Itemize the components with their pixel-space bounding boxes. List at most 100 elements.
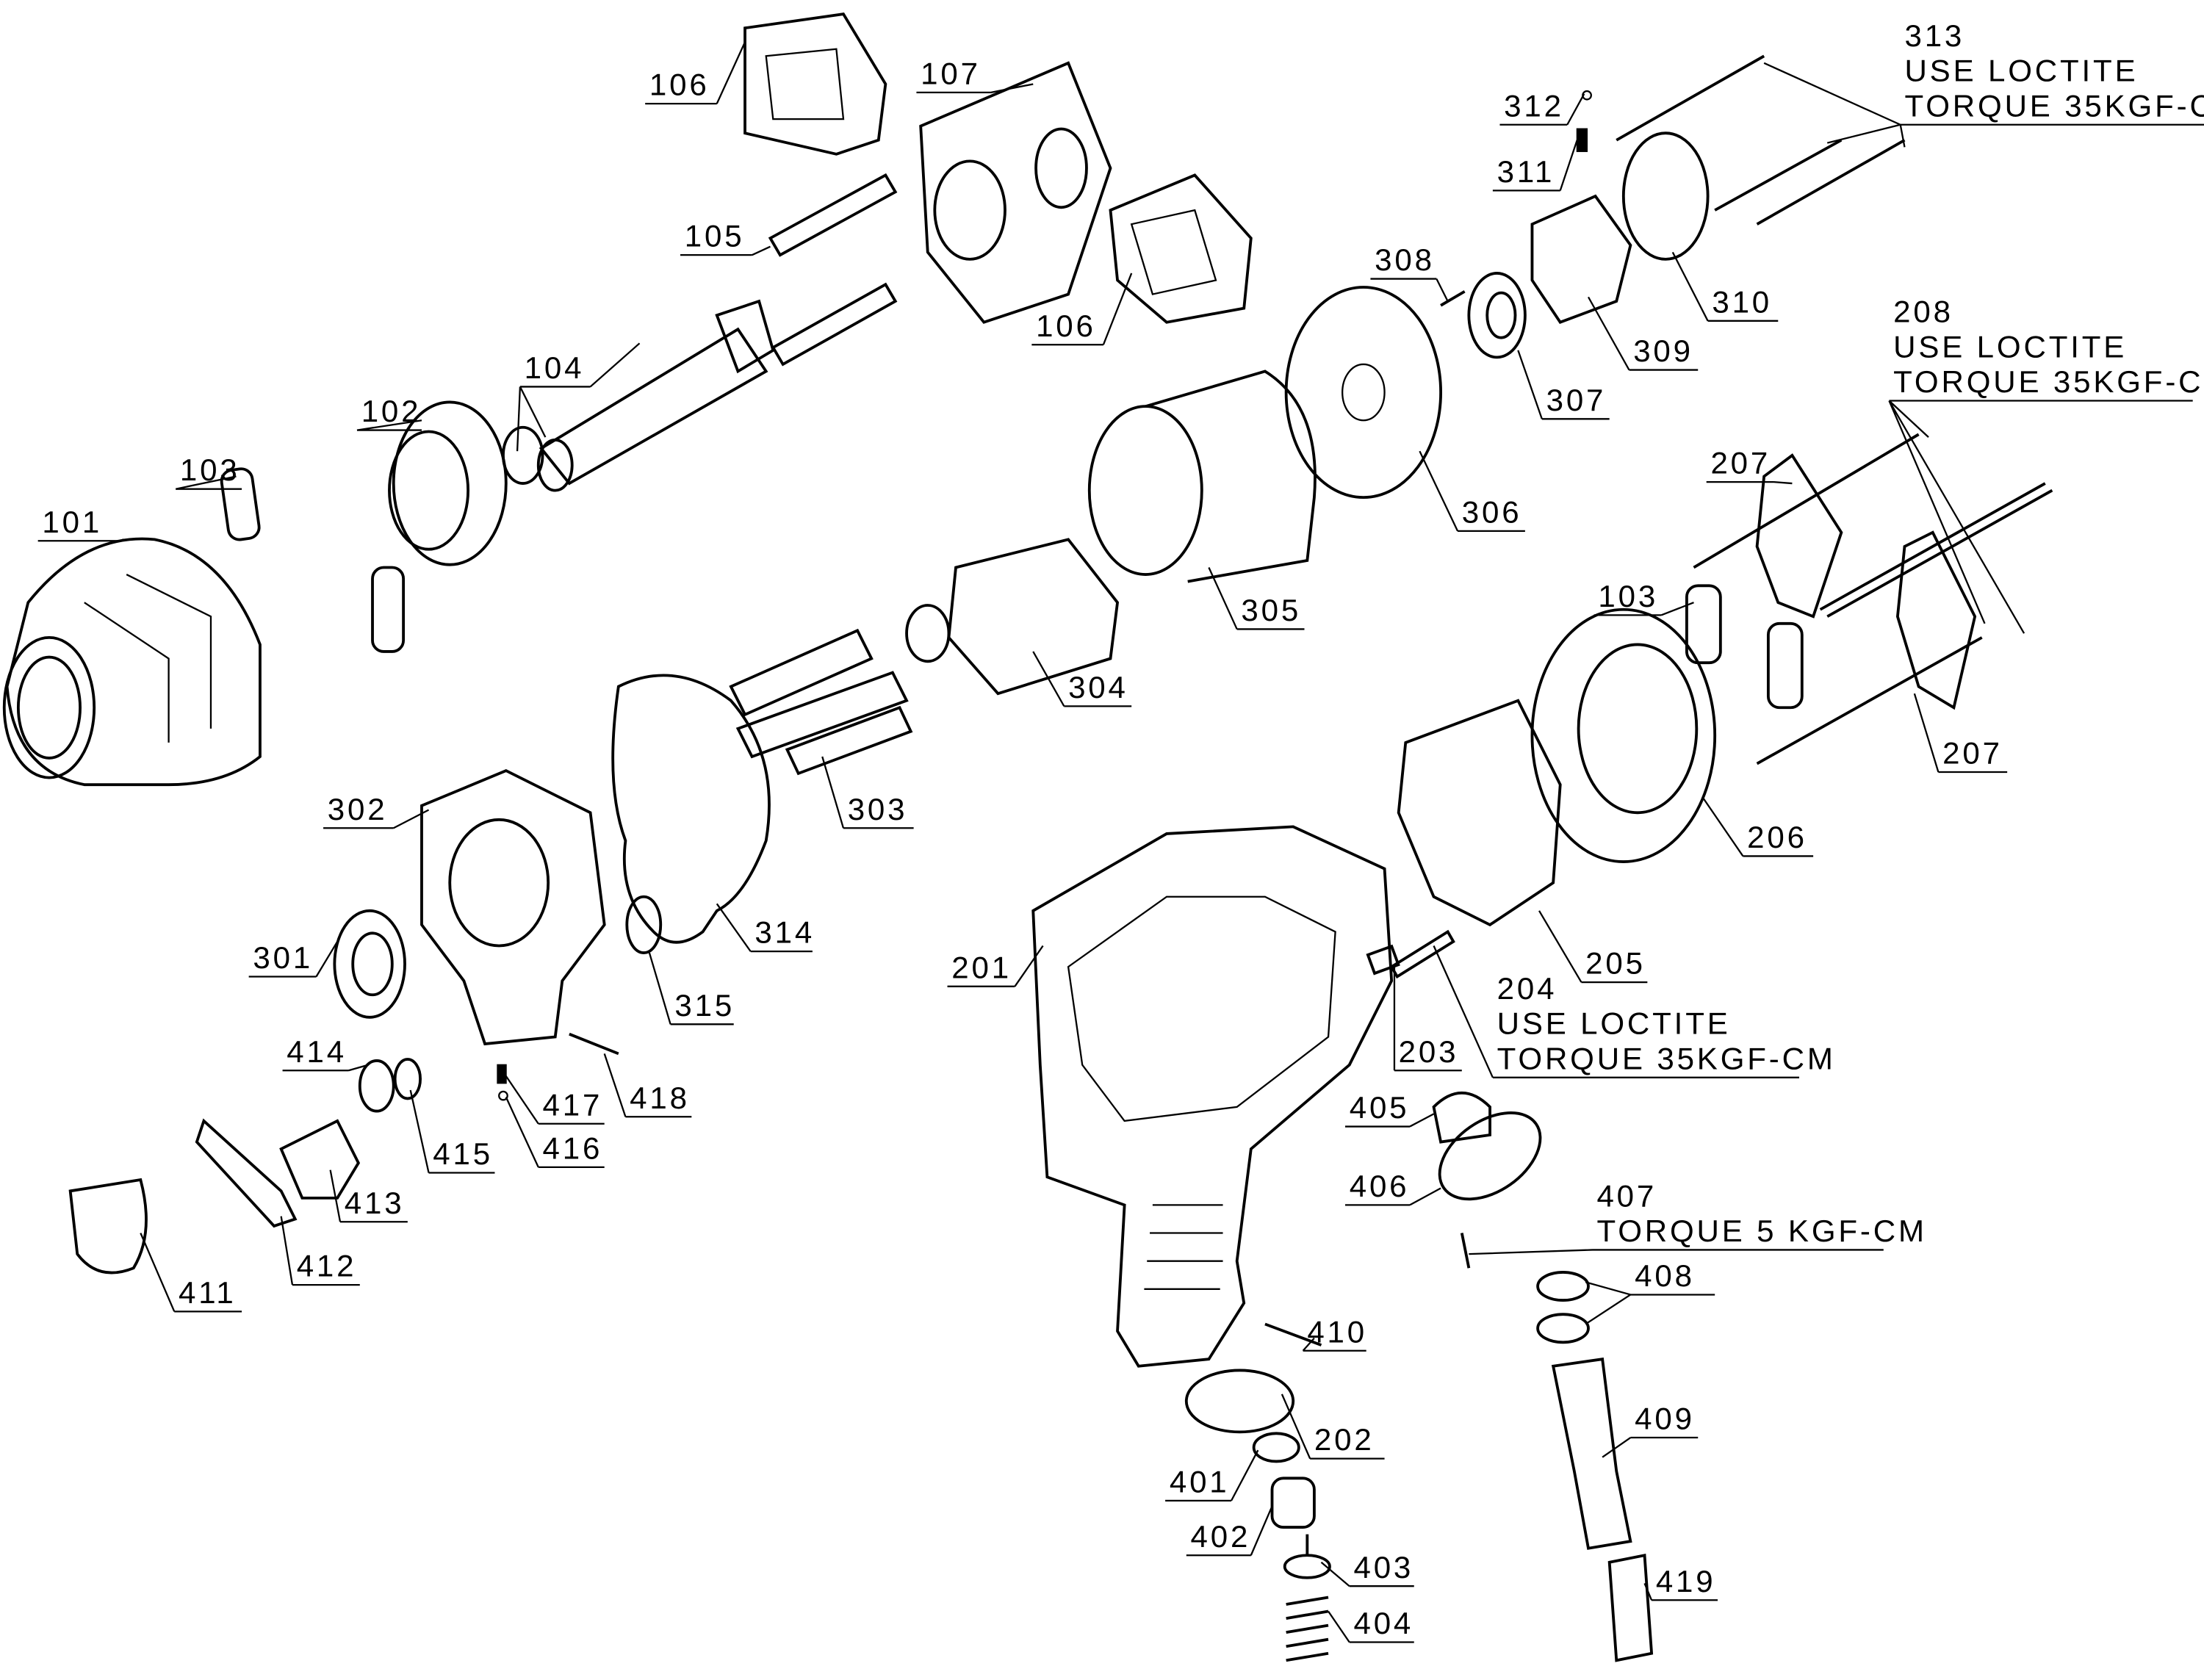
leader-line [1587, 296, 1699, 371]
part-105-pin [768, 173, 898, 257]
callout-402: 402 [1186, 1506, 1273, 1557]
part-103-pad [1685, 584, 1722, 665]
part-203-plate [1366, 944, 1400, 976]
callout-314: 314 [716, 903, 813, 953]
leader-line [1393, 964, 1462, 1072]
callout-304: 304 [1032, 651, 1132, 707]
callout-number: 402 [1191, 1519, 1251, 1554]
leader-line [1671, 251, 1779, 322]
callout-102: 102 [356, 394, 422, 431]
leader-line [1499, 93, 1585, 126]
callout-105: 105 [680, 219, 771, 256]
part-313-bolt [1756, 139, 1906, 226]
leader-line [356, 419, 422, 431]
part-305-cylinder [1087, 369, 1317, 583]
callout-note: TORQUE 5 KGF-CM [1596, 1214, 1926, 1248]
part-104-anvil [502, 299, 775, 492]
callout-404: 404 [1328, 1606, 1414, 1643]
callout-number: 106 [649, 68, 710, 102]
part-408-washer [1536, 1313, 1590, 1344]
callout-number: 205 [1585, 946, 1646, 981]
callout-405: 405 [1344, 1090, 1435, 1128]
leader-line [329, 1169, 408, 1223]
callout-408: 408 [1585, 1258, 1715, 1325]
part-206-end-plate [1530, 608, 1717, 863]
part-405-cap [1432, 1091, 1491, 1144]
leader-line [1344, 1113, 1435, 1128]
part-101-hammer-case [2, 537, 262, 787]
callout-number: 206 [1747, 820, 1807, 854]
part-106-hammer [1109, 173, 1253, 324]
callout-410: 410 [1302, 1314, 1367, 1352]
callout-103: 103 [1593, 579, 1694, 616]
callout-number: 415 [433, 1136, 493, 1171]
leader-line [1419, 450, 1525, 533]
leader-line [175, 475, 242, 490]
part-401-bushing [1252, 1432, 1300, 1463]
part-306-front-plate [1284, 286, 1443, 500]
callout-203: 203 [1393, 964, 1462, 1072]
part-313-bolt [1714, 139, 1843, 212]
part-314-gasket [611, 674, 771, 944]
leader-line [680, 245, 771, 256]
leader-line [947, 945, 1044, 987]
part-103-pad [371, 566, 406, 653]
callout-310: 310 [1671, 251, 1779, 322]
part-311-set-screw [1576, 128, 1588, 152]
leader-line [645, 41, 746, 105]
callout-number: 417 [543, 1087, 603, 1122]
part-313-bolt [1616, 54, 1765, 142]
callout-number: 201 [951, 950, 1012, 984]
part-302-rear-plate [420, 768, 606, 1046]
callout-number: 412 [297, 1249, 357, 1283]
leader-line [409, 1089, 495, 1174]
callout-number: 310 [1712, 284, 1772, 319]
callout-307: 307 [1517, 350, 1610, 420]
callout-number: 411 [179, 1275, 237, 1310]
part-402-sleeve [1270, 1477, 1316, 1529]
parts-drawing [2, 12, 2053, 1662]
leader-line [140, 1233, 242, 1313]
callout-412: 412 [280, 1216, 360, 1286]
callout-308: 308 [1370, 242, 1449, 302]
part-208-bolt [1826, 489, 2053, 618]
callout-number: 305 [1241, 593, 1301, 627]
callout-419: 419 [1643, 1564, 1718, 1601]
callout-number: 408 [1635, 1258, 1695, 1293]
callout-309: 309 [1587, 296, 1699, 371]
callout-number: 410 [1307, 1314, 1367, 1349]
part-408-washer [1536, 1271, 1590, 1302]
callout-number: 405 [1350, 1090, 1410, 1125]
part-102-bushing [388, 400, 508, 566]
part-107-hammer-cage [919, 61, 1112, 324]
callout-number: 102 [361, 394, 422, 428]
part-106-hammer [743, 12, 887, 156]
callout-312: 312 [1499, 88, 1585, 126]
leader-line [821, 756, 914, 829]
callout-101: 101 [37, 505, 124, 542]
leader-line [648, 952, 734, 1025]
leader-line [516, 342, 641, 452]
callout-note: TORQUE 35KGF-CM [1893, 364, 2204, 399]
part-403-valve [1283, 1534, 1331, 1579]
callout-number: 101 [42, 505, 102, 539]
callout-number: 309 [1633, 334, 1693, 368]
part-416-ball [498, 1090, 508, 1101]
leader-line [1281, 1394, 1385, 1460]
leader-line [1302, 1337, 1366, 1352]
part-411-reverse-button [68, 1178, 148, 1275]
leader-line [1469, 1249, 1884, 1255]
callout-number: 403 [1353, 1550, 1413, 1585]
leader-line [603, 1053, 692, 1118]
leader-line [1702, 798, 1814, 857]
callout-107: 107 [916, 57, 1034, 94]
callout-number: 418 [630, 1081, 690, 1115]
leader-line [1643, 1582, 1718, 1601]
part-414-o-ring [358, 1059, 395, 1113]
part-105-pin [771, 282, 898, 367]
callout-number: 204 [1497, 971, 1557, 1006]
callout-number: 407 [1596, 1178, 1657, 1213]
callout-note: TORQUE 35KGF-CM [1497, 1041, 1836, 1075]
